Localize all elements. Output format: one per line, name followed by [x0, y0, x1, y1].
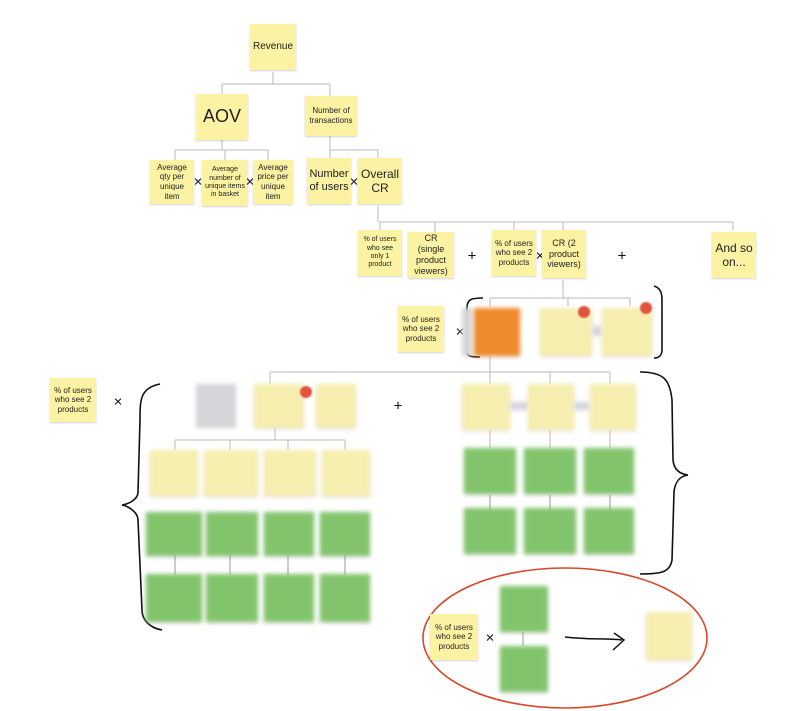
node-pct-see-only-1-label: % of users who see only 1 product [363, 236, 397, 269]
blurred-green-note[interactable] [206, 512, 258, 556]
blurred-note[interactable] [316, 384, 356, 428]
blurred-note[interactable] [150, 450, 198, 496]
blurred-green-note[interactable] [500, 586, 548, 632]
times-operator: × [245, 173, 255, 191]
node-revenue-label: Revenue [252, 41, 294, 52]
plus-operator: + [393, 397, 403, 415]
node-pct-see-2-left-label: % of users who see 2 products [54, 385, 92, 414]
blurred-green-note[interactable] [464, 448, 516, 494]
times-operator: × [193, 173, 203, 191]
node-overall-cr-label: Overall CR [361, 166, 400, 195]
blurred-note[interactable] [196, 384, 236, 428]
node-pct-see-2-row3[interactable]: % of users who see 2 products [398, 306, 444, 352]
plus-operator: + [467, 247, 477, 265]
blurred-note[interactable] [590, 384, 636, 430]
blurred-note[interactable] [528, 384, 574, 430]
node-avg-qty[interactable]: Average qty per unique item [150, 160, 194, 204]
node-cr-single[interactable]: CR (single product viewers) [408, 232, 454, 278]
node-cr-single-label: CR (single product viewers) [414, 233, 448, 276]
comment-marker-icon[interactable] [640, 302, 652, 314]
node-number-of-transactions[interactable]: Number of transactions [305, 96, 357, 136]
blurred-green-note[interactable] [584, 508, 634, 554]
node-avg-unique-items[interactable]: Average number of unique items in basket [202, 160, 248, 206]
blurred-green-note[interactable] [584, 448, 634, 494]
times-operator: × [113, 393, 123, 411]
node-and-so-on[interactable]: And so on... [712, 232, 756, 278]
node-cr-2[interactable]: CR (2 product viewers) [542, 230, 586, 278]
node-pct-see-2-circle[interactable]: % of users who see 2 products [430, 614, 478, 660]
blurred-note[interactable] [574, 402, 590, 410]
times-operator: × [535, 247, 545, 265]
blurred-green-note[interactable] [320, 512, 370, 556]
blurred-green-note[interactable] [500, 646, 548, 692]
blurred-green-note[interactable] [206, 574, 258, 622]
blurred-green-note[interactable] [146, 512, 202, 556]
highlight-circle [422, 567, 708, 709]
node-overall-cr[interactable]: Overall CR [358, 158, 402, 204]
comment-marker-icon[interactable] [578, 306, 590, 318]
blurred-note[interactable] [322, 450, 370, 496]
times-operator: × [485, 629, 495, 647]
node-cr-2-label: CR (2 product viewers) [547, 237, 581, 270]
blurred-green-note[interactable] [264, 574, 314, 622]
blurred-note[interactable] [462, 384, 510, 430]
blurred-note[interactable] [254, 384, 304, 428]
node-avg-price-label: Average price per unique item [257, 162, 289, 201]
node-pct-see-2-label: % of users who see 2 products [495, 238, 533, 267]
comment-marker-icon[interactable] [300, 386, 312, 398]
node-pct-see-2-row3-label: % of users who see 2 products [402, 314, 440, 343]
node-pct-see-2-left[interactable]: % of users who see 2 products [50, 378, 96, 422]
blurred-note[interactable] [602, 308, 652, 356]
blurred-note[interactable] [204, 450, 258, 496]
node-revenue[interactable]: Revenue [250, 24, 296, 70]
blurred-note[interactable] [462, 308, 472, 356]
node-avg-qty-label: Average qty per unique item [157, 162, 187, 201]
blurred-note[interactable] [264, 450, 316, 496]
node-avg-price[interactable]: Average price per unique item [253, 160, 293, 204]
node-number-of-transactions-label: Number of transactions [309, 106, 353, 125]
blurred-orange-note[interactable] [474, 308, 520, 356]
blurred-green-note[interactable] [464, 508, 516, 554]
node-number-of-users-label: Number of users [309, 167, 349, 193]
blurred-note[interactable] [646, 612, 692, 660]
times-operator: × [455, 323, 465, 341]
times-operator: × [349, 173, 359, 191]
node-avg-unique-items-label: Average number of unique items in basket [205, 166, 245, 199]
node-aov[interactable]: AOV [196, 94, 248, 140]
node-pct-see-only-1[interactable]: % of users who see only 1 product [358, 230, 402, 276]
node-and-so-on-label: And so on... [715, 240, 753, 269]
node-pct-see-2-circle-label: % of users who see 2 products [435, 622, 473, 651]
blurred-note[interactable] [592, 326, 602, 336]
blurred-green-note[interactable] [320, 574, 370, 622]
blurred-green-note[interactable] [524, 508, 576, 554]
blurred-green-note[interactable] [146, 574, 202, 622]
blurred-green-note[interactable] [264, 512, 314, 556]
node-aov-label: AOV [202, 106, 241, 127]
blurred-green-note[interactable] [524, 448, 576, 494]
blurred-note[interactable] [510, 402, 528, 410]
plus-operator: + [617, 247, 627, 265]
node-pct-see-2[interactable]: % of users who see 2 products [492, 230, 536, 276]
node-number-of-users[interactable]: Number of users [307, 158, 351, 204]
